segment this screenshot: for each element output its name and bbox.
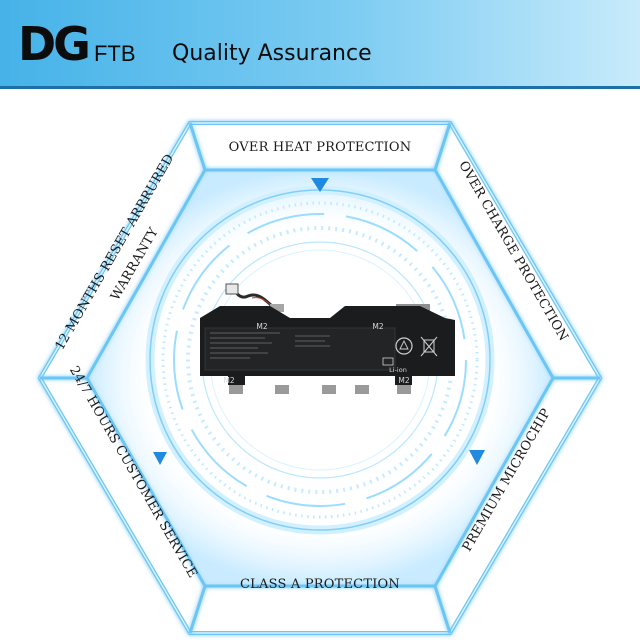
recycle-icon <box>395 337 413 355</box>
laptop-battery: M2 M2 M2 M2 Li-ion <box>200 283 455 394</box>
bin-crossed-icon <box>420 336 438 357</box>
battery-mark-m2-3: M2 <box>223 376 234 385</box>
battery-mark-m2-2: M2 <box>372 322 383 331</box>
battery-mark-m2-4: M2 <box>398 376 409 385</box>
logo-sub: FTB <box>93 41 136 66</box>
arrow-down-icon <box>311 178 329 192</box>
battery-mark-m2-1: M2 <box>256 322 267 331</box>
brand-logo: DG FTB <box>18 17 136 71</box>
arrow-down-right-icon <box>469 450 485 465</box>
header-banner: DG FTB Quality Assurance <box>0 0 640 86</box>
arrow-down-left-icon <box>153 452 167 465</box>
label-over-heat-protection: OVER HEAT PROTECTION <box>229 140 412 155</box>
feature-infographic: OVER HEAT PROTECTION CLASS A PROTECTION … <box>0 89 640 640</box>
label-class-a-protection: CLASS A PROTECTION <box>240 577 400 592</box>
slogan: Quality Assurance <box>172 41 372 66</box>
logo-main: DG <box>18 17 91 71</box>
header-divider <box>0 86 640 89</box>
hexagon-frame: OVER HEAT PROTECTION CLASS A PROTECTION … <box>37 121 603 635</box>
battery-type-label: Li-ion <box>389 366 407 374</box>
battery-warning-icon <box>382 357 394 366</box>
hexagon-spokes <box>40 122 600 634</box>
battery-connector <box>225 283 239 295</box>
